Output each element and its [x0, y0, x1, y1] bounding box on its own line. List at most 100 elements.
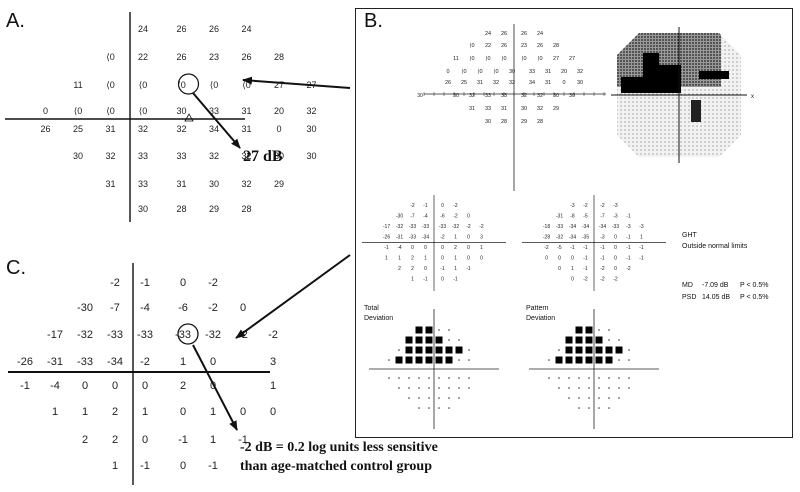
sens-value: 33 [529, 69, 535, 75]
pattern-deviation-title: Pattern [526, 305, 549, 312]
td-prob-dot [438, 377, 440, 379]
panel-c-value: -30 [77, 302, 93, 314]
panel-c-value: -17 [47, 329, 63, 341]
sens-value: 30 [485, 119, 491, 125]
pd-prob-dot [578, 387, 580, 389]
td-prob-dot [398, 349, 400, 351]
td-value: -33 [439, 224, 446, 230]
panel-a-circle-marker [177, 73, 200, 95]
pd-prob-symbol [595, 346, 603, 354]
td-value: -2 [453, 214, 458, 220]
panel-c-value: -7 [110, 302, 120, 314]
panel-c-value: 0 [142, 434, 148, 446]
panel-c-value: 0 [270, 406, 276, 418]
td-value: -4 [397, 245, 402, 251]
pd-value: -3 [626, 224, 631, 230]
td-prob-symbol [395, 356, 403, 364]
panel-c-value: -1 [140, 277, 150, 289]
sens-value: 28 [501, 119, 507, 125]
sens-value: 32 [469, 93, 475, 99]
td-prob-dot [408, 387, 410, 389]
td-prob-dot [468, 349, 470, 351]
pd-value: 1 [571, 266, 574, 272]
sens-value: 31 [477, 80, 483, 86]
panel-a-value: 30 [209, 179, 219, 189]
sens-value: ⟨0 [521, 55, 526, 62]
td-value: -6 [440, 214, 445, 220]
pd-prob-symbol [605, 346, 613, 354]
td-prob-symbol [445, 346, 453, 354]
pd-value: -2 [600, 266, 605, 272]
panel-c-circle-marker [177, 323, 199, 345]
panel-c-value: -34 [107, 356, 123, 368]
td-value: -32 [396, 224, 403, 230]
panel-c-value: -1 [208, 460, 218, 472]
md-value: -7.09 dB [702, 282, 729, 289]
panel-a-value: 0 [276, 124, 281, 134]
td-prob-symbol [405, 356, 413, 364]
td-value: 0 [467, 256, 470, 262]
panel-c-value: 1 [210, 406, 216, 418]
pd-prob-dot [598, 397, 600, 399]
td-prob-symbol [425, 326, 433, 334]
pd-prob-dot [608, 329, 610, 331]
td-value: 1 [454, 256, 457, 262]
psd-p: P < 0.5% [740, 294, 769, 301]
td-value: -33 [409, 235, 416, 241]
pd-value: -1 [600, 256, 605, 262]
panel-c-annotation-line1: -2 dB = 0.2 log units less sensitive [240, 440, 438, 455]
pd-prob-dot [588, 397, 590, 399]
md-p: P < 0.5% [740, 282, 769, 289]
td-prob-dot [388, 359, 390, 361]
sens-value: 0 [446, 69, 449, 75]
pd-prob-dot [608, 339, 610, 341]
panel-c-value: 1 [180, 356, 186, 368]
pd-value: -1 [626, 235, 631, 241]
pd-prob-symbol [605, 356, 613, 364]
sens-value: 26 [501, 31, 507, 37]
panel-a-value: ⟨0 [242, 80, 251, 90]
panel-b-letter: B. [364, 10, 383, 32]
panel-a-value: 22 [138, 52, 148, 62]
panel-c-value: -26 [17, 356, 33, 368]
td-prob-dot [438, 387, 440, 389]
pd-value: -2 [544, 245, 549, 251]
pd-prob-dot [618, 377, 620, 379]
sens-value: 11 [453, 56, 459, 62]
pd-prob-symbol [575, 356, 583, 364]
pd-prob-symbol [565, 356, 573, 364]
sens-value: 0 [562, 80, 565, 86]
panel-c-value: 1 [82, 406, 88, 418]
pd-prob-dot [608, 397, 610, 399]
td-prob-dot [468, 387, 470, 389]
panel-a-value: 32 [241, 151, 251, 161]
td-value: -2 [466, 224, 471, 230]
pd-prob-symbol [575, 326, 583, 334]
pd-value: -1 [639, 256, 644, 262]
pd-value: -18 [543, 224, 550, 230]
pd-prob-dot [628, 387, 630, 389]
panel-c-value: -31 [47, 356, 63, 368]
panel-a-value: 25 [73, 124, 83, 134]
panel-a-letter: A. [6, 10, 25, 32]
td-value: 1 [385, 256, 388, 262]
panel-a-triangle-marker [184, 113, 194, 122]
sens-value: 32 [521, 93, 527, 99]
td-prob-dot [448, 407, 450, 409]
grayscale-black-region [621, 53, 681, 93]
pd-value: 0 [614, 245, 617, 251]
panel-a-value: 27 [274, 80, 284, 90]
td-prob-dot [438, 329, 440, 331]
pd-value: 1 [640, 235, 643, 241]
td-prob-symbol [415, 326, 423, 334]
td-prob-symbol [435, 336, 443, 344]
panel-c-value: 2 [112, 406, 118, 418]
td-prob-symbol [425, 346, 433, 354]
panel-c-value: -33 [107, 329, 123, 341]
pd-value: -1 [583, 266, 588, 272]
panel-c-value: 0 [142, 380, 148, 392]
pd-value: -33 [556, 224, 563, 230]
td-value: -17 [383, 224, 390, 230]
